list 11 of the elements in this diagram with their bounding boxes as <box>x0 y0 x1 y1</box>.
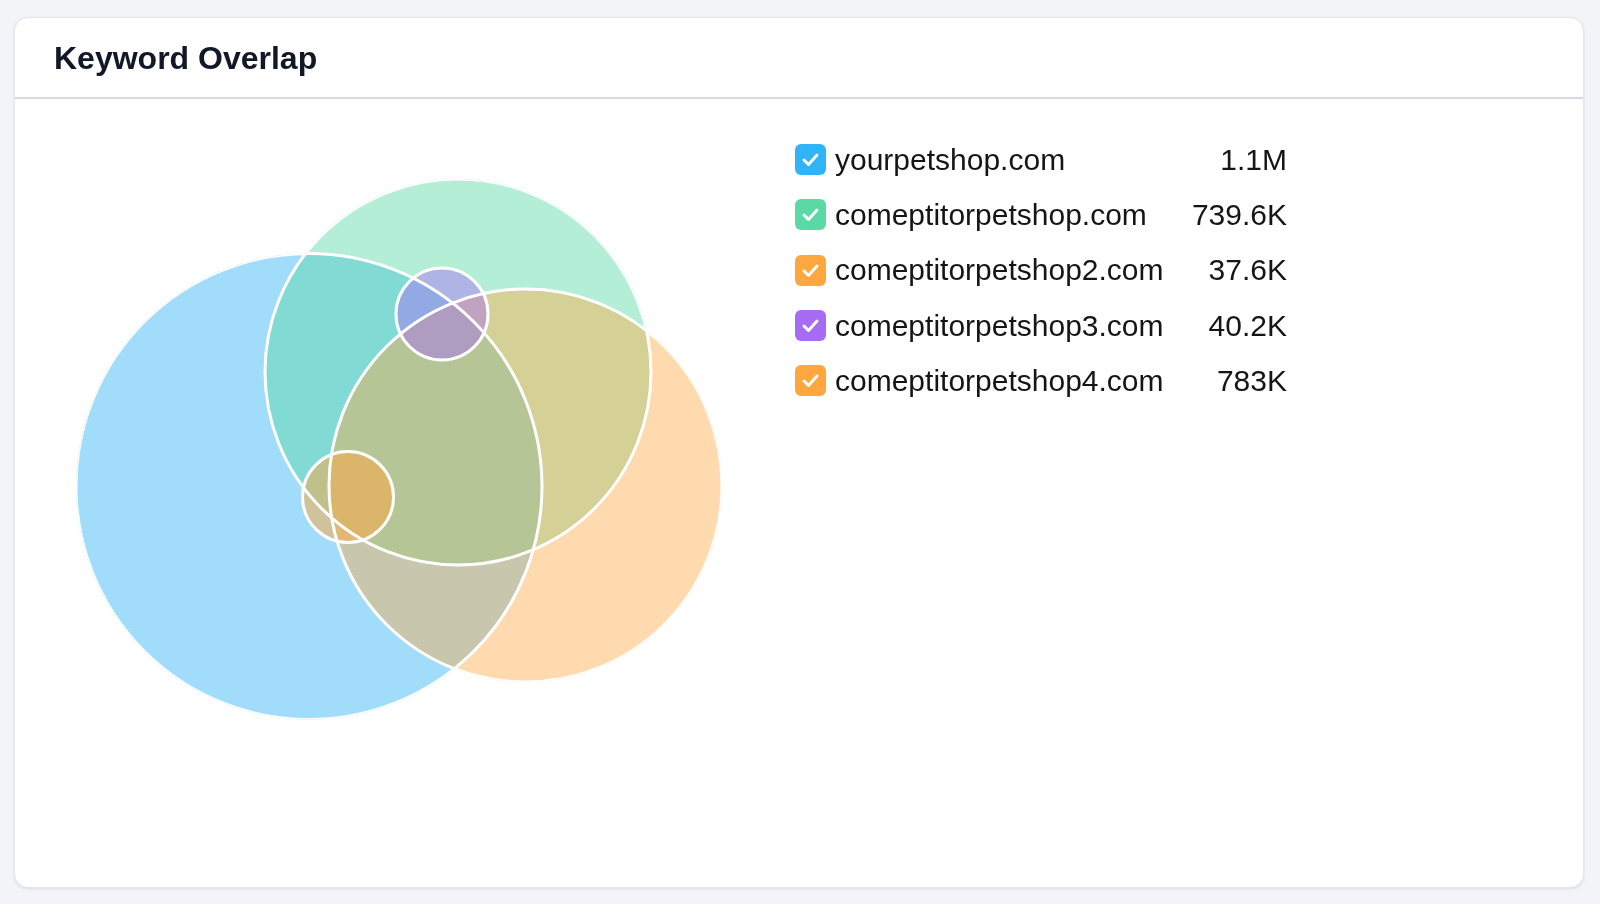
keyword-count: 783K <box>1216 362 1287 399</box>
keyword-count: 1.1M <box>1220 141 1287 178</box>
panel-title: Keyword Overlap <box>54 39 318 77</box>
legend-label: comeptitorpetshop.com <box>835 196 1147 233</box>
legend-label: yourpetshop.com <box>835 141 1066 178</box>
keyword-count: 40.2K <box>1208 307 1287 344</box>
legend-label: comeptitorpetshop4.com <box>835 362 1164 399</box>
keyword-count: 37.6K <box>1208 252 1287 289</box>
keyword-count: 739.6K <box>1191 196 1287 233</box>
legend-label: comeptitorpetshop2.com <box>835 252 1164 289</box>
legend-label: comeptitorpetshop3.com <box>835 307 1164 344</box>
